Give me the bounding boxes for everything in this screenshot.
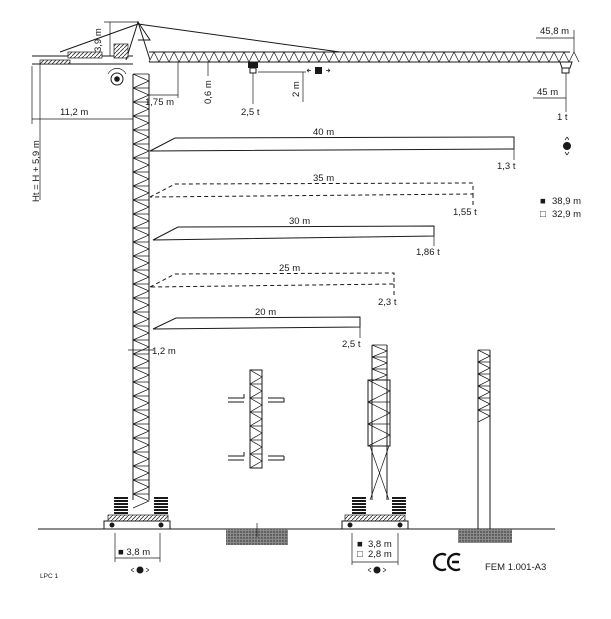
ballast-block	[352, 509, 366, 511]
trolley	[248, 62, 258, 74]
ballast-block	[114, 509, 128, 511]
dim-counter-jib: 11,2 m	[60, 107, 88, 118]
figure-code: LPC 1	[40, 573, 58, 580]
jib-variant-25	[149, 272, 395, 288]
second-mast	[341, 344, 409, 565]
dim-tip-height: 3,9 m	[93, 28, 104, 52]
jib-variant-40	[149, 136, 515, 152]
height-symbol: ■	[540, 196, 546, 207]
ce-mark-icon	[433, 552, 461, 572]
jib-variant-20	[152, 316, 361, 330]
ballast-block	[392, 509, 406, 511]
ballast-block	[154, 500, 168, 502]
dim-hook-drop: 2 m	[291, 81, 302, 97]
base-right-symbol: □	[357, 549, 363, 560]
height-value: 32,9 m	[552, 209, 581, 220]
tip-hook	[561, 67, 570, 74]
ballast-block	[154, 509, 168, 511]
dimension-lines	[31, 21, 575, 351]
dim-trolley-gap: 0,6 m	[203, 80, 214, 104]
ballast-block	[352, 506, 366, 508]
ballast-block	[114, 503, 128, 505]
ballast-block	[392, 506, 406, 508]
ballast-block	[154, 506, 168, 508]
base-right-value: 2,8 m	[368, 549, 392, 560]
counter-jib	[32, 43, 133, 65]
ballast-block	[154, 512, 168, 514]
trolley-travel-icon	[306, 67, 331, 74]
jib-variant-load: 1,55 t	[453, 207, 477, 218]
tip-radius: 45 m	[537, 87, 558, 98]
ballast-block	[352, 512, 366, 514]
third-mast	[458, 349, 512, 543]
hoist-icon	[563, 136, 571, 156]
dim-mast-width: 1,2 m	[152, 346, 176, 357]
crane-jib	[59, 20, 580, 69]
main-base	[103, 497, 171, 562]
ballast-block	[352, 500, 366, 502]
tip-load: 1 t	[557, 112, 568, 123]
main-mast	[132, 73, 150, 509]
height-symbol: □	[540, 209, 546, 220]
jib-variant-length: 20 m	[255, 307, 276, 318]
jib-variants	[149, 136, 515, 338]
jib-variant-length: 40 m	[313, 127, 334, 138]
jib-variant-load: 1,3 t	[497, 161, 516, 172]
jib-variant-length: 25 m	[279, 263, 300, 274]
ballast-block	[392, 512, 406, 514]
trolley-load: 2,5 t	[241, 107, 260, 118]
ballast-block	[154, 503, 168, 505]
fem-standard: FEM 1.001-A3	[485, 562, 546, 573]
base-right-value: 3,8 m	[368, 539, 392, 550]
ballast-block	[154, 497, 168, 499]
base-left-width: ■ 3,8 m	[118, 547, 150, 558]
travel-icon-right	[367, 566, 387, 574]
ballast-block	[352, 497, 366, 499]
jib-variant-load: 2,3 t	[378, 297, 397, 308]
ballast-block	[114, 497, 128, 499]
base-right-symbol: ■	[357, 539, 363, 550]
ballast-block	[114, 500, 128, 502]
height-value: 38,9 m	[552, 196, 581, 207]
jib-variant-length: 35 m	[313, 173, 334, 184]
ballast-block	[352, 503, 366, 505]
slewing-icon	[107, 68, 127, 86]
jib-variant-load: 1,86 t	[416, 247, 440, 258]
jib-variant-length: 30 m	[289, 216, 310, 227]
dim-jib-length: 45,8 m	[540, 26, 569, 37]
mast-section-detail	[228, 369, 285, 469]
ballast-block	[392, 497, 406, 499]
height-formula: Ht = H + 5,9 m	[31, 140, 42, 202]
ballast-block	[392, 500, 406, 502]
jib-variant-30	[152, 225, 435, 241]
jib-variant-load: 2,5 t	[342, 339, 361, 350]
jib-variant-35	[149, 182, 474, 198]
ballast-block	[392, 503, 406, 505]
ballast-block	[114, 512, 128, 514]
dim-counter-offset: 1,75 m	[145, 97, 174, 108]
ballast-block	[114, 506, 128, 508]
travel-icon-left	[130, 566, 150, 574]
